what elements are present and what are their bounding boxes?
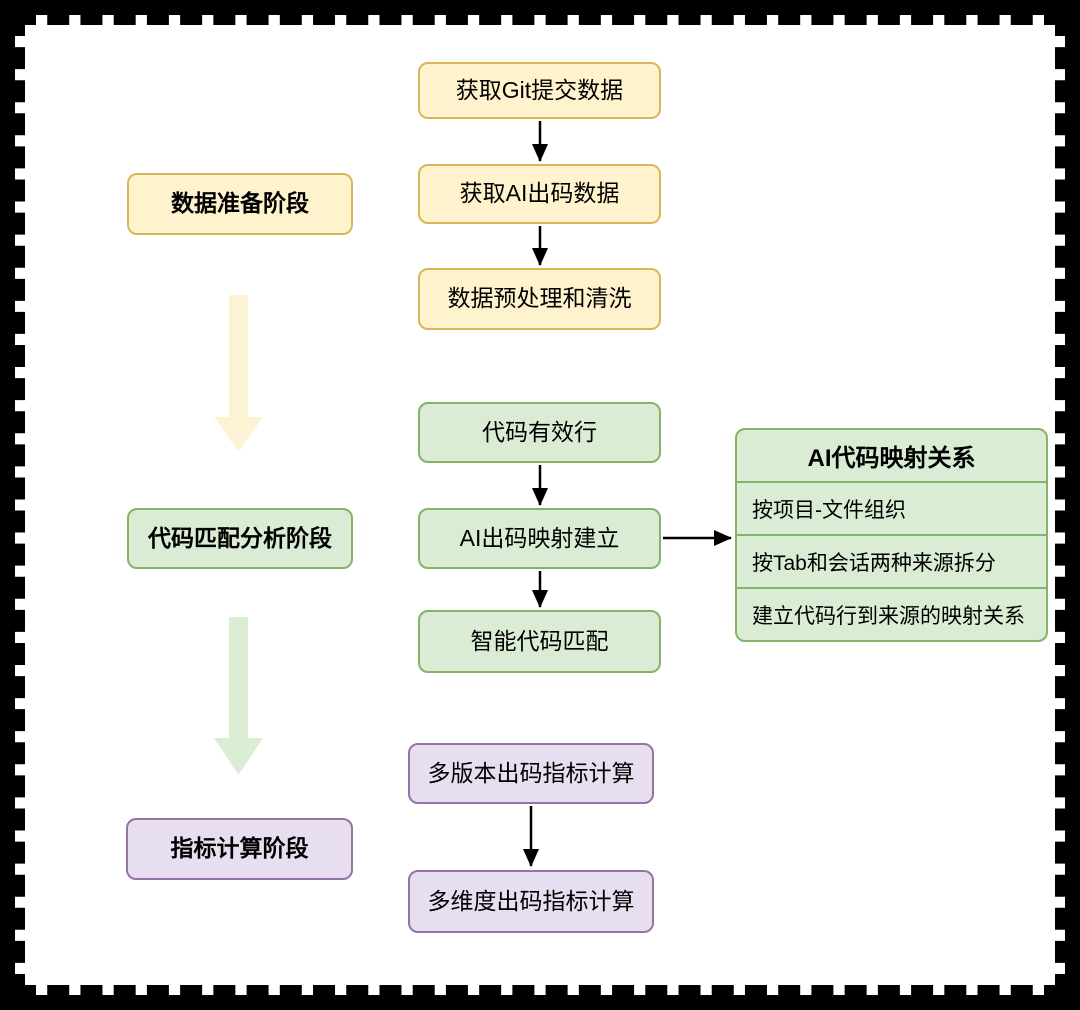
step-multi-version-metric-calc: 多版本出码指标计算: [408, 743, 654, 804]
step-get-git-commit-data: 获取Git提交数据: [418, 62, 661, 119]
mapping-table-row-line-source-mapping: 建立代码行到来源的映射关系: [752, 604, 1025, 628]
ai-code-mapping-table: AI代码映射关系 按项目-文件组织 按Tab和会话两种来源拆分 建立代码行到来源…: [735, 428, 1048, 642]
stage-label-data-prep: 数据准备阶段: [127, 173, 353, 235]
big-arrow-data-prep-to-code-match: [214, 295, 263, 452]
step-multi-dimension-metric-calc: 多维度出码指标计算: [408, 870, 654, 933]
step-smart-code-matching: 智能代码匹配: [418, 610, 661, 673]
step-valid-code-lines: 代码有效行: [418, 402, 661, 463]
mapping-table-row-tab-session: 按Tab和会话两种来源拆分: [737, 536, 1046, 589]
stage-label-code-match: 代码匹配分析阶段: [127, 508, 353, 569]
mapping-table-row-project-file: 按项目-文件组织: [737, 483, 1046, 536]
ai-code-mapping-table-title: AI代码映射关系: [737, 430, 1046, 483]
stage-label-metrics: 指标计算阶段: [126, 818, 353, 880]
big-arrow-code-match-to-metrics: [214, 617, 263, 775]
step-get-ai-codegen-data: 获取AI出码数据: [418, 164, 661, 224]
step-ai-codegen-mapping: AI出码映射建立: [418, 508, 661, 569]
step-data-preprocess-clean: 数据预处理和清洗: [418, 268, 661, 330]
